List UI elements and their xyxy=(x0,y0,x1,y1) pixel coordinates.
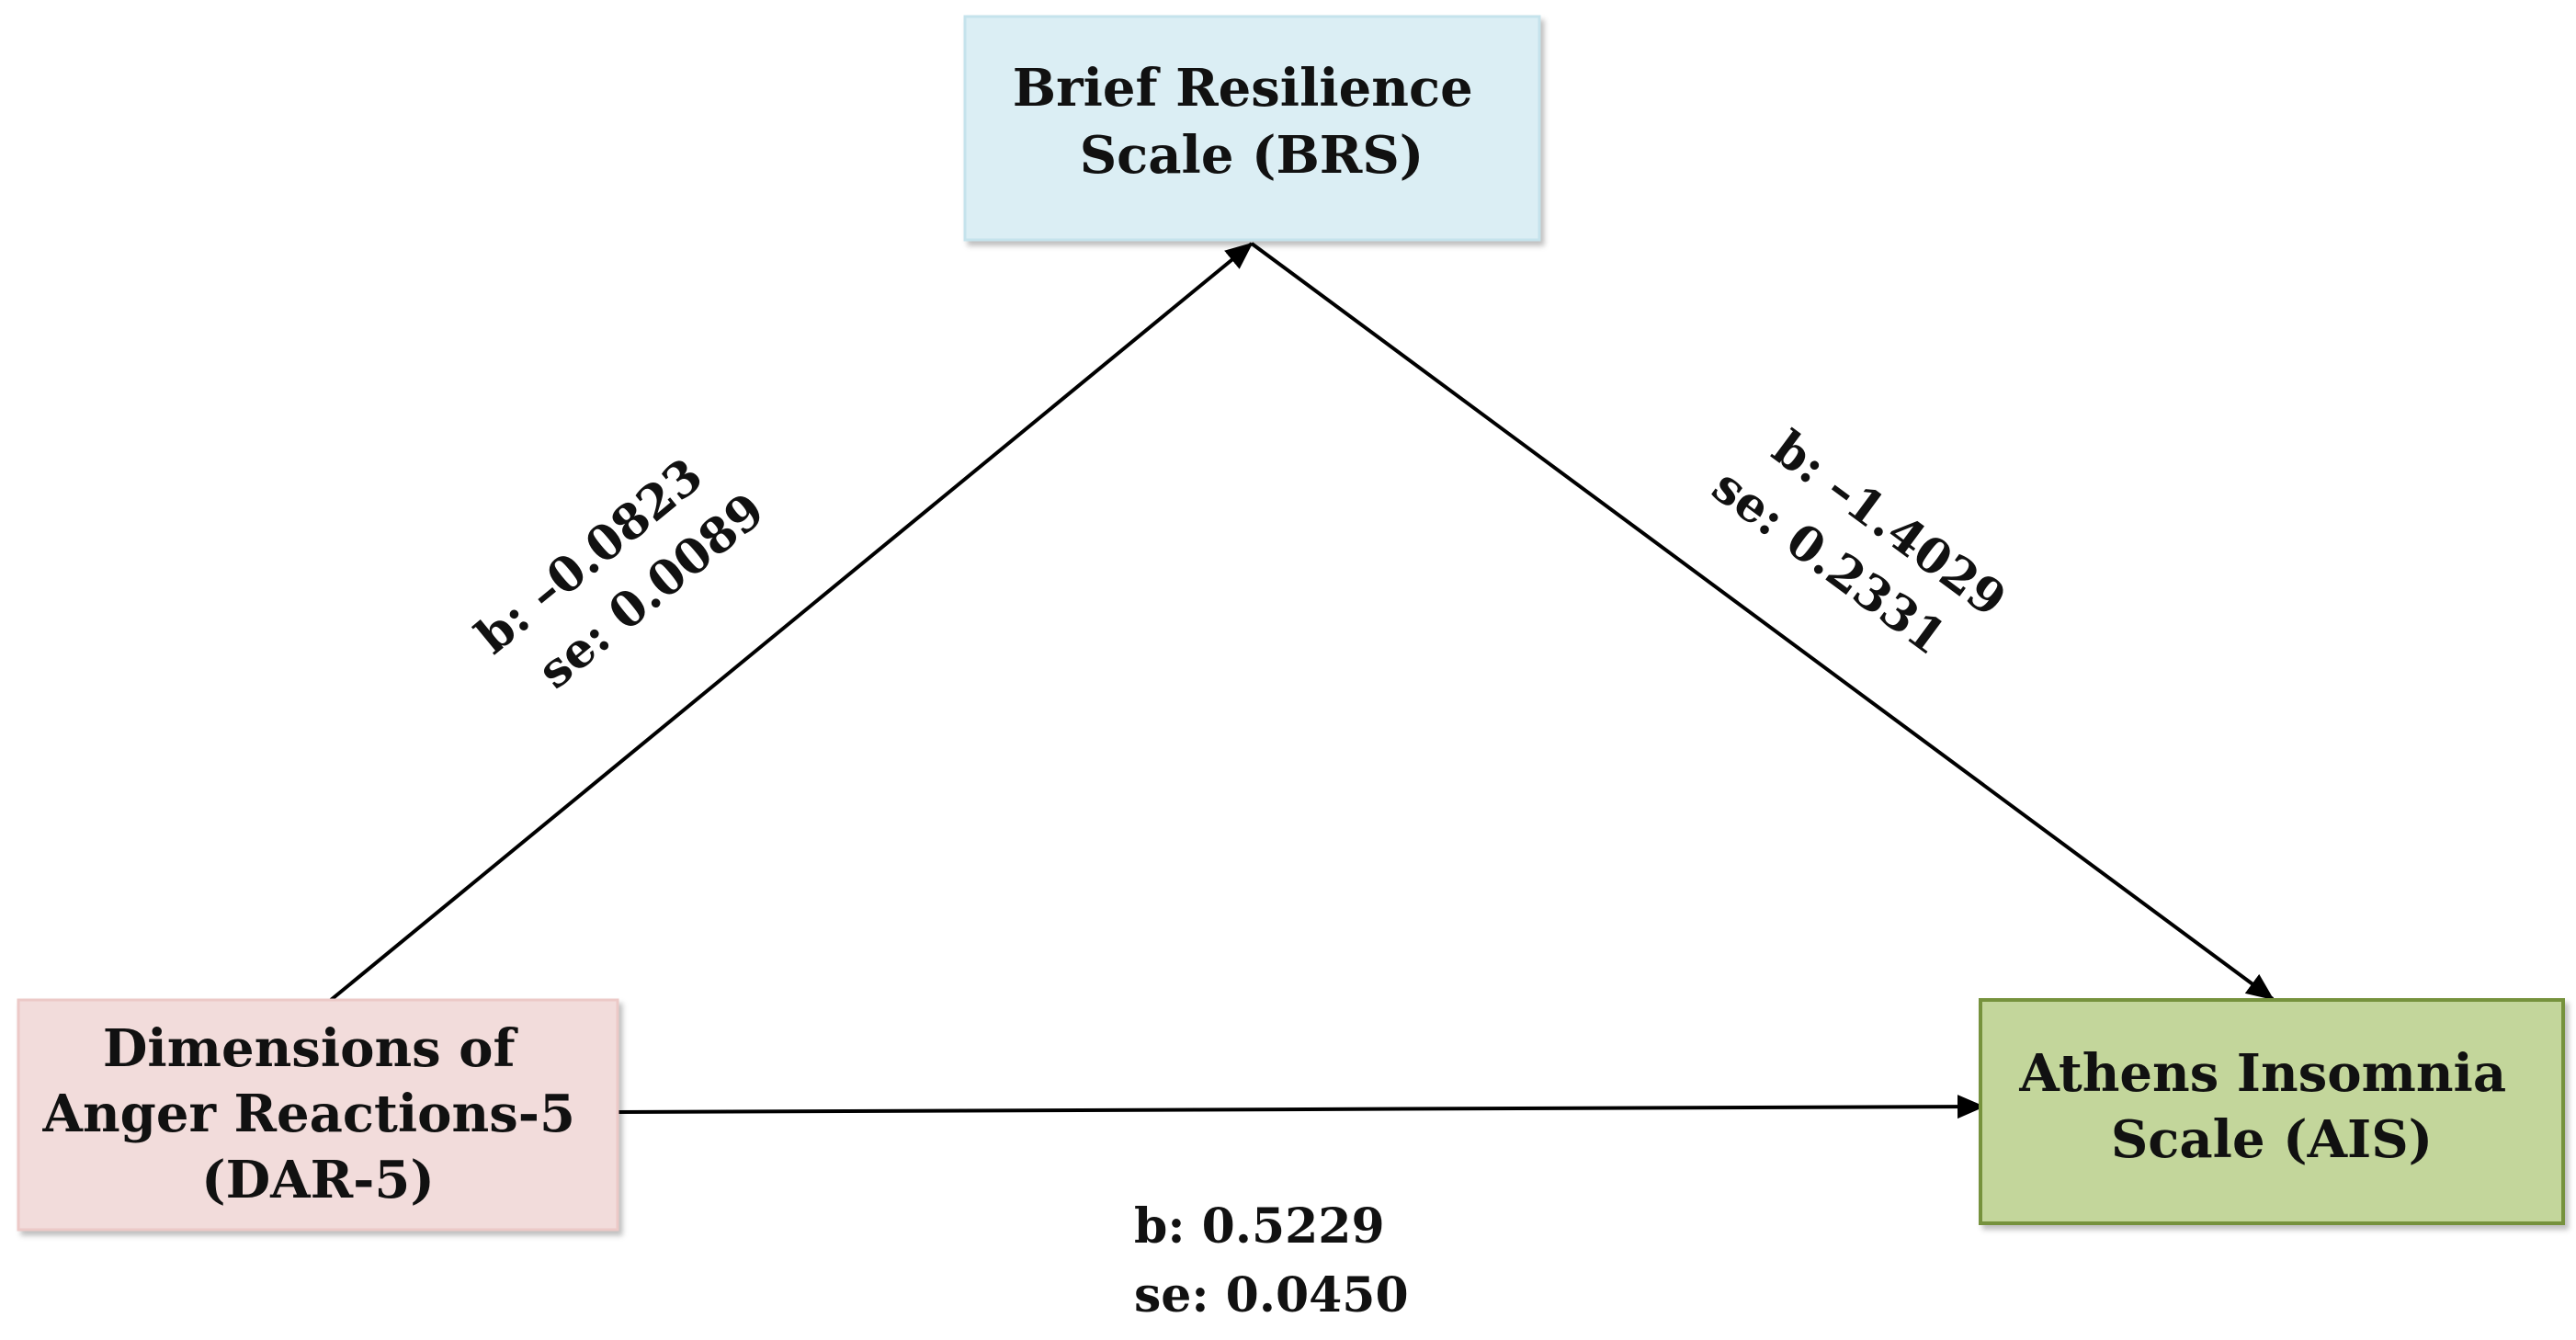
mediator-box xyxy=(963,15,1541,242)
predictor-box xyxy=(17,998,619,1232)
path-b-coefficients: b: –1.4029 se: 0.2331 xyxy=(1702,420,2016,666)
predictor-label-line-1: Dimensions of xyxy=(103,1018,519,1079)
predictor-node: Dimensions of Anger Reactions-5 (DAR-5) xyxy=(17,998,619,1232)
mediator-node: Brief Resilience Scale (BRS) xyxy=(963,15,1541,242)
mediator-label-line-2: Scale (BRS) xyxy=(1080,125,1424,186)
predictor-label-line-2: Anger Reactions-5 xyxy=(42,1084,575,1144)
path-c-b-value: b: 0.5229 xyxy=(1134,1198,1385,1255)
path-c-coefficients: b: 0.5229 se: 0.0450 xyxy=(1134,1198,1409,1323)
predictor-label-line-3: (DAR-5) xyxy=(201,1150,435,1210)
path-a-arrow xyxy=(329,242,1254,1002)
mediator-label-line-1: Brief Resilience xyxy=(1013,58,1473,119)
path-c-se-value: se: 0.0450 xyxy=(1134,1267,1409,1323)
outcome-node: Athens Insomnia Scale (AIS) xyxy=(1979,998,2565,1225)
outcome-box xyxy=(1979,998,2565,1225)
path-c-arrow xyxy=(617,1095,1985,1119)
predictor-label: Dimensions of Anger Reactions-5 (DAR-5) xyxy=(42,1018,594,1210)
mediator-label: Brief Resilience Scale (BRS) xyxy=(1013,58,1491,186)
outcome-label: Athens Insomnia Scale (AIS) xyxy=(2018,1043,2524,1170)
outcome-label-line-2: Scale (AIS) xyxy=(2111,1109,2433,1170)
path-b-arrow xyxy=(1250,242,2275,1001)
outcome-label-line-1: Athens Insomnia xyxy=(2018,1043,2506,1104)
